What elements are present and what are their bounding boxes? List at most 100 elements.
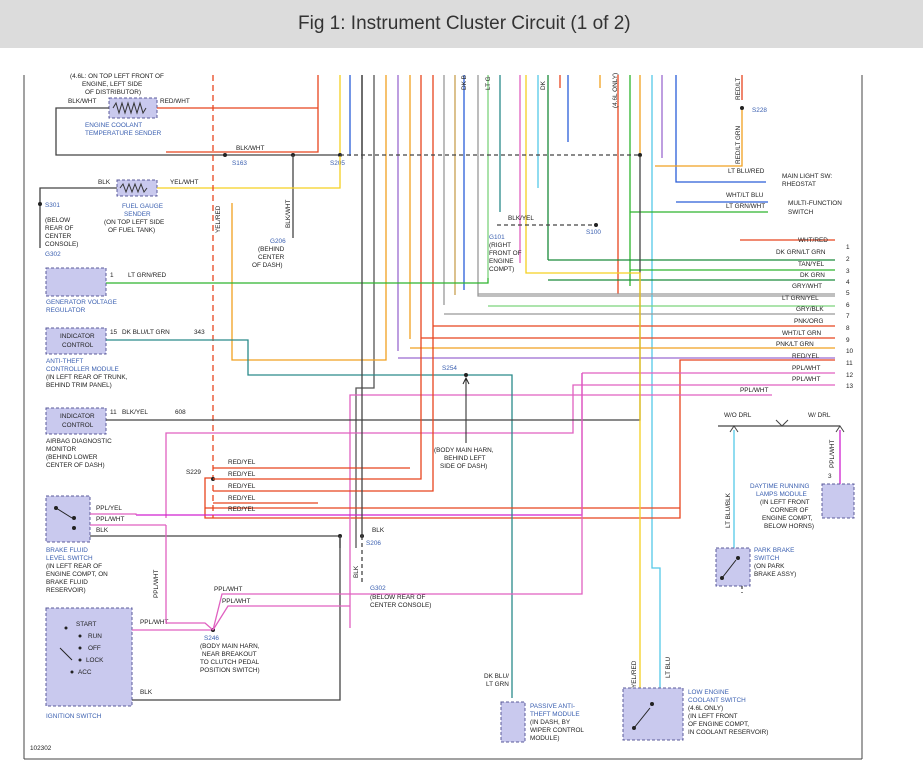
diagram-label: S229 xyxy=(186,469,201,476)
diagram-label: BLK/WHT xyxy=(236,145,265,152)
diagram-label: AIRBAG DIAGNOSTIC xyxy=(46,438,112,445)
ect-sender-group: (4.6L: ON TOP LEFT FRONT OF ENGINE, LEFT… xyxy=(55,73,642,238)
diagram-label: (BELOW xyxy=(45,217,71,224)
g302-ground: BLK G302 (BELOW REAR OF CENTER CONSOLE) xyxy=(353,536,431,609)
diagram-label: CONTROLLER MODULE xyxy=(46,366,119,373)
diagram-label: OF DASH) xyxy=(252,262,283,269)
diagram-label: WHT/LT GRN xyxy=(782,330,822,337)
diagram-label: CONSOLE) xyxy=(45,241,78,248)
top-right-labels: DK B LT G DK (4.6L ONLY) RED/LT S228 RED… xyxy=(461,73,842,216)
diagram-label: OF FUEL TANK) xyxy=(108,227,155,234)
diagram-label: BLK xyxy=(353,565,360,578)
diagram-label: (IN LEFT REAR OF TRUNK, xyxy=(46,374,128,381)
diagram-label: CENTER xyxy=(45,233,72,240)
diagram-label: PPL/WHT xyxy=(140,619,169,626)
diagram-label: 12 xyxy=(846,372,854,379)
diagram-label: SIDE OF DASH) xyxy=(440,463,487,470)
diagram-label: MULTI-FUNCTION xyxy=(788,200,842,207)
diagram-label: PPL/WHT xyxy=(153,569,160,598)
diagram-label: LT GRN xyxy=(486,681,509,688)
diagram-label: BLK xyxy=(98,179,111,186)
wiring-diagram: (4.6L: ON TOP LEFT FRONT OF ENGINE, LEFT… xyxy=(23,73,863,760)
diagram-label: PPL/WHT xyxy=(740,387,769,394)
diagram-label: REAR OF xyxy=(45,225,74,232)
diagram-label: DAYTIME RUNNING xyxy=(750,483,810,490)
diagram-label: DK BLU/LT GRN xyxy=(122,329,170,336)
diagram-label: COOLANT SWITCH xyxy=(688,697,746,704)
diagram-label: PPL/WHT xyxy=(792,376,821,383)
diagram-label: PNK/LT GRN xyxy=(776,341,814,348)
diagram-label: WHT/LT BLU xyxy=(726,192,764,199)
diagram-label: 4 xyxy=(846,279,850,286)
diagram-label: G101 xyxy=(489,234,505,241)
diagram-label: NEAR BREAKOUT xyxy=(202,651,257,658)
airbag-monitor: INDICATOR CONTROL 11 BLK/YEL 608 AIRBAG … xyxy=(45,156,641,469)
diagram-label: 2 xyxy=(846,256,850,263)
diagram-label: 3 xyxy=(846,268,850,275)
diagram-label: LT BLU/BLK xyxy=(725,492,732,528)
diagram-label: G302 xyxy=(45,251,61,258)
s246-splice: PPL/WHT PPL/WHT PPL/WHT S246 (BODY MAIN … xyxy=(153,373,583,674)
diagram-label: GENERATOR VOLTAGE xyxy=(46,299,117,306)
generator-regulator: 1 LT GRN/RED GENERATOR VOLTAGE REGULATOR xyxy=(45,267,489,314)
diagram-label: LT G xyxy=(485,76,492,90)
diagram-label: (BODY MAIN HARN, xyxy=(200,643,260,650)
diagram-label: S100 xyxy=(586,229,601,236)
drl-branch: W/O DRL W/ DRL PPL/WHT 3 DAYTIME RUNNING… xyxy=(718,412,855,548)
diagram-label: SWITCH xyxy=(754,555,780,562)
diagram-label: LEVEL SWITCH xyxy=(46,555,93,562)
diagram-label: CENTER OF DASH) xyxy=(46,462,105,469)
diagram-label: (BEHIND xyxy=(258,246,285,253)
diagram-label: COMPT) xyxy=(489,266,514,273)
diagram-label: 3 xyxy=(828,473,832,480)
diagram-label: LAMPS MODULE xyxy=(756,491,807,498)
diagram-label: OF DISTRIBUTOR) xyxy=(85,89,141,96)
diagram-label: BLK/YEL xyxy=(508,215,534,222)
diagram-label: ENGINE COOLANT xyxy=(85,122,142,129)
diagram-label: 15 xyxy=(110,329,118,336)
g206-ground: BLK/WHT G206 (BEHIND CENTER OF DASH) xyxy=(252,199,292,269)
diagram-label: PPL/WHT xyxy=(829,439,836,468)
diagram-label: S205 xyxy=(330,160,345,167)
diagram-label: BELOW HORNS) xyxy=(764,523,814,530)
diagram-label: PPL/WHT xyxy=(792,365,821,372)
diagram-label: 608 xyxy=(175,409,186,416)
diagram-label: RESERVOIR) xyxy=(46,587,86,594)
diagram-label: START xyxy=(76,621,96,628)
diagram-label: (4.6L ONLY) xyxy=(612,73,619,108)
diagram-label: PASSIVE ANTI- xyxy=(530,703,575,710)
diagram-label: S206 xyxy=(366,540,381,547)
diagram-label: BRAKE FLUID xyxy=(46,579,88,586)
diagram-label: INDICATOR xyxy=(60,333,95,340)
diagram-label: RED/YEL xyxy=(228,483,256,490)
diagram-label: LT BLU xyxy=(665,657,672,678)
diagram-label: 343 xyxy=(194,329,205,336)
diagram-label: RED/YEL xyxy=(228,495,256,502)
diagram-label: OF ENGINE COMPT, xyxy=(688,721,749,728)
diagram-label: RED/YEL xyxy=(228,506,256,513)
diagram-label: CENTER xyxy=(258,254,285,261)
diagram-label: 11 xyxy=(846,360,853,367)
diagram-label: BLK xyxy=(140,689,153,696)
diagram-label: WIPER CONTROL xyxy=(530,727,584,734)
diagram-label: BRAKE ASSY) xyxy=(754,571,796,578)
diagram-label: TAN/YEL xyxy=(798,261,825,268)
diagram-label: YEL/RED xyxy=(215,205,222,233)
diagram-label: SWITCH xyxy=(788,209,814,216)
diagram-label: IN COOLANT RESERVOIR) xyxy=(688,729,768,736)
diagram-label: BEHIND TRIM PANEL) xyxy=(46,382,112,389)
diagram-label: ENGINE xyxy=(489,258,514,265)
anti-theft-controller: INDICATOR CONTROL 15 DK BLU/LT GRN 343 S… xyxy=(45,327,513,698)
diagram-label: BLK xyxy=(96,527,109,534)
ignition-switch: START RUN OFF LOCK ACC PPL/WHT BLK IGNIT… xyxy=(45,536,341,720)
diagram-label: S228 xyxy=(752,107,767,114)
diagram-label: 1 xyxy=(846,244,850,251)
diagram-label: IGNITION SWITCH xyxy=(46,713,102,720)
diagram-label: REGULATOR xyxy=(46,307,86,314)
diagram-label: FUEL GAUGE xyxy=(122,203,163,210)
diagram-label: W/ DRL xyxy=(808,412,831,419)
diagram-label: BLK xyxy=(372,527,385,534)
diagram-label: (ON PARK xyxy=(754,563,785,570)
diagram-label: BLK/WHT xyxy=(68,98,97,105)
diagram-label: G206 xyxy=(270,238,286,245)
